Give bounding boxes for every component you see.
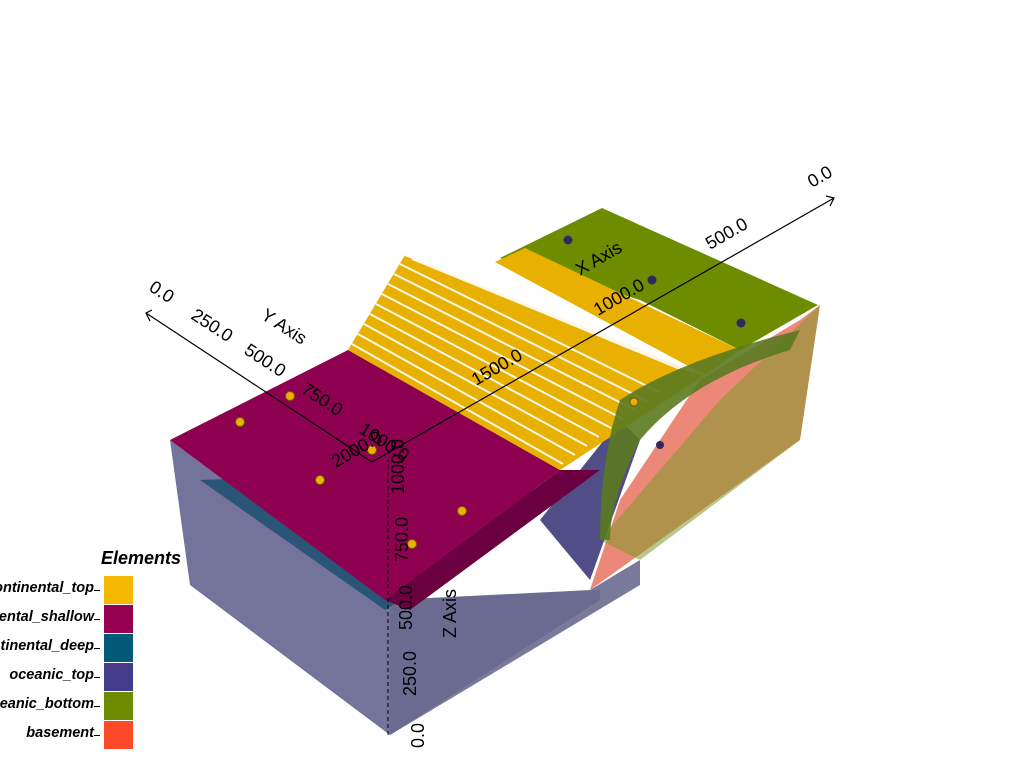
fault-surface-curve	[600, 330, 800, 540]
legend-tick	[94, 677, 100, 678]
legend-tick	[94, 706, 100, 707]
y-tick-0: 0.0	[146, 277, 178, 307]
legend-item-label: basement	[26, 725, 94, 741]
legend-tick	[94, 590, 100, 591]
wedge-stripes	[351, 254, 706, 465]
x-axis	[371, 195, 835, 463]
legend-item-label: oceanic_top	[9, 667, 94, 683]
elements-legend: Elements continental_top continental_shal…	[0, 548, 200, 758]
legend-color-swatch	[104, 634, 133, 662]
model-block-bottom-right	[390, 560, 640, 735]
legend-tick	[94, 619, 100, 620]
z-tick-3: 750.0	[392, 517, 412, 562]
legend-color-swatch	[104, 605, 133, 633]
legend-tick	[94, 648, 100, 649]
legend-color-swatch	[104, 721, 133, 749]
legend-item-3: oceanic_top	[0, 663, 134, 691]
oceanic-bottom-side-face	[600, 305, 820, 560]
y-axis	[145, 309, 373, 463]
legend-items: continental_top continental_shallowcontin…	[0, 576, 134, 756]
legend-item-0: continental_top	[0, 576, 134, 604]
legend-item-5: basement	[0, 721, 134, 749]
model-block-front-face	[170, 440, 390, 735]
y-tick-1: 250.0	[188, 305, 237, 346]
z-tick-2: 500.0	[396, 585, 416, 630]
legend-item-1: continental_shallow	[0, 605, 134, 633]
z-tick-0: 0.0	[408, 723, 428, 748]
legend-item-label: continental_deep	[0, 638, 94, 654]
z-axis-title: Z Axis	[440, 589, 460, 638]
z-tick-1: 250.0	[400, 651, 420, 696]
legend-item-label: continental_top	[0, 580, 94, 596]
legend-color-swatch	[104, 692, 133, 720]
legend-item-2: continental_deep	[0, 634, 134, 662]
legend-item-label: continental_shallow	[0, 609, 94, 625]
legend-item-label: oceanic_bottom	[0, 696, 94, 712]
legend-color-swatch	[104, 663, 133, 691]
x-tick-1: 500.0	[702, 214, 751, 254]
legend-color-swatch	[104, 576, 133, 604]
oceanic-bottom-surface	[500, 208, 818, 350]
continental-shallow-edge	[385, 470, 600, 610]
y-tick-2: 500.0	[241, 340, 290, 381]
y-axis-title: Y Axis	[258, 305, 311, 349]
x-tick-0: 0.0	[804, 162, 836, 192]
legend-tick	[94, 735, 100, 736]
legend-item-4: oceanic_bottom	[0, 692, 134, 720]
continental-top-strip	[495, 248, 740, 375]
z-tick-4: 1000.0	[388, 439, 408, 494]
continental-shallow-surface	[170, 350, 560, 600]
legend-title: Elements	[101, 548, 182, 568]
surface-points	[235, 235, 746, 549]
